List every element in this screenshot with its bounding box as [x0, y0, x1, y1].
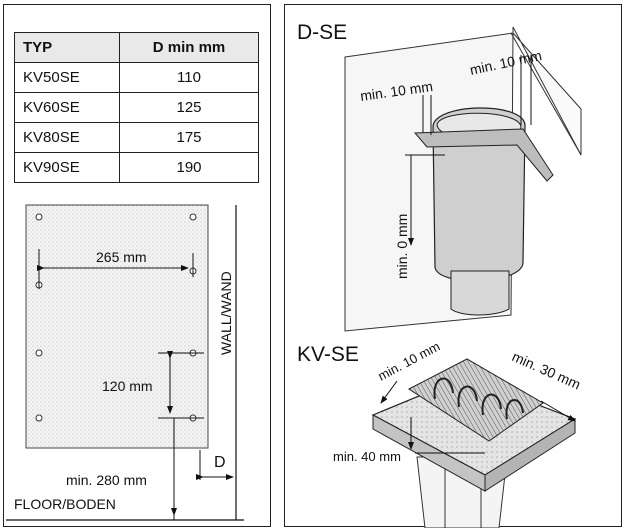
header-typ: TYP	[14, 32, 120, 63]
heater-body	[432, 107, 526, 282]
header-d-min: D min mm	[119, 32, 259, 63]
kv-se-drawing: KV-SE min. 10 mm min. 30 mm min. 40 mm	[297, 339, 583, 528]
clearance-drawings: D-SE min. 10 mm min. 10 mm min. 0 mm	[297, 21, 583, 528]
kv-se-dim-bottom-left: min. 40 mm	[333, 449, 401, 464]
d-min-cell: 110	[119, 62, 259, 93]
top-left-clearance-arrow	[380, 380, 398, 404]
d-label: D	[214, 454, 226, 471]
floor-label: FLOOR/BODEN	[14, 496, 116, 512]
d-min-cell: 125	[119, 92, 259, 123]
model-cell: KV90SE	[14, 152, 120, 183]
model-cell: KV80SE	[14, 122, 120, 153]
table-row: KV50SE 110	[14, 62, 259, 93]
model-cell: KV50SE	[14, 62, 120, 93]
d-se-dim-side: min. 0 mm	[394, 214, 410, 279]
d-min-cell: 190	[119, 152, 259, 183]
floor-dim-label: min. 280 mm	[66, 472, 147, 488]
control-unit	[450, 270, 510, 316]
kv-se-dim-top-right: min. 30 mm	[510, 348, 583, 392]
table-header-row: TYP D min mm	[14, 32, 259, 63]
wall-label: WALL/WAND	[218, 271, 234, 355]
table-row: KV90SE 190	[14, 152, 259, 183]
d-se-title: D-SE	[297, 21, 347, 44]
mounting-plate	[25, 204, 209, 449]
table-row: KV60SE 125	[14, 92, 259, 123]
wall-bracket	[413, 128, 554, 182]
height-dim-label: 120 mm	[102, 378, 153, 394]
left-panel: TYP D min mm KV50SE 110 KV60SE 125 KV80S…	[3, 4, 271, 527]
table-row: KV80SE 175	[14, 122, 259, 153]
mounting-plate-drawing: 265 mm 120 mm min. 280 mm FLOOR/BODEN D …	[6, 204, 244, 521]
kv-se-title: KV-SE	[297, 343, 359, 366]
width-dim-label: 265 mm	[96, 249, 147, 265]
top-right-clearance-arrow	[540, 400, 576, 422]
heating-elements	[433, 377, 524, 420]
d-min-table: TYP D min mm KV50SE 110 KV60SE 125 KV80S…	[14, 32, 259, 183]
right-panel: D-SE min. 10 mm min. 10 mm min. 0 mm	[284, 4, 622, 528]
d-min-cell: 175	[119, 122, 259, 153]
d-se-drawing: D-SE min. 10 mm min. 10 mm min. 0 mm	[297, 21, 582, 332]
